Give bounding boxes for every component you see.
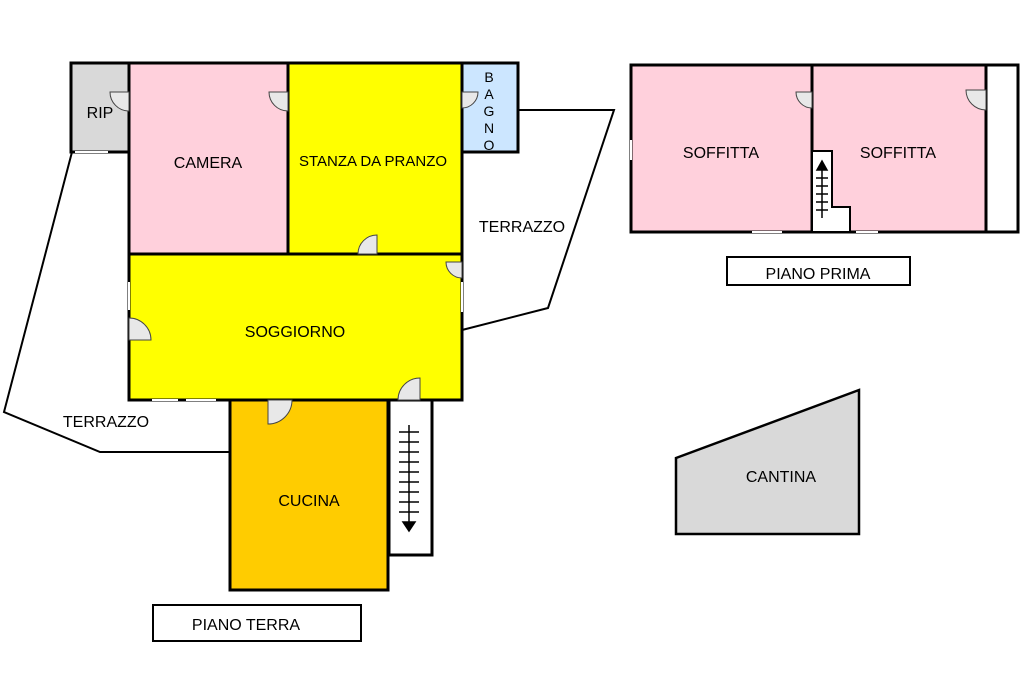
caption-box-piano-terra [152,604,362,642]
room-cantina [674,388,861,536]
door-icons [109,91,479,425]
stairs-arrow-up-icon [815,159,829,218]
caption-piano-terra: PIANO TERRA [192,617,301,634]
room-soggiorno [127,252,464,402]
room-soffitta-right [810,63,988,234]
corridor-piano-prima [984,63,1020,234]
label-rip: RIP [87,105,114,122]
label-soffitta-left: SOFFITTA [683,145,759,162]
door-icons-first-floor [795,89,987,111]
svg-text:A: A [484,86,494,102]
stairs-arrow-down-icon [399,425,419,533]
terrace-left-outline [2,151,230,453]
svg-text:N: N [484,120,494,136]
window-marks-first-floor [630,140,878,233]
label-bagno: B A G N O [484,69,495,153]
room-soffitta-left [629,63,814,234]
label-camera: CAMERA [174,155,243,172]
label-stanza-da-pranzo: STANZA DA PRANZO [299,153,447,170]
room-stanza-da-pranzo [286,61,464,256]
svg-text:B: B [484,69,493,85]
room-camera [127,61,290,256]
label-soggiorno: SOGGIORNO [245,324,345,341]
label-terrazzo-right: TERRAZZO [479,219,565,236]
svg-text:O: O [484,137,495,153]
svg-text:G: G [484,103,495,119]
room-cucina [228,398,390,592]
label-cucina: CUCINA [278,493,340,510]
caption-piano-prima: PIANO PRIMA [766,266,871,283]
window-marks [75,151,463,401]
label-soffitta-right: SOFFITTA [860,145,936,162]
label-terrazzo-left: TERRAZZO [63,414,149,431]
caption-box-piano-prima [726,256,911,286]
terrace-right-outline [461,109,616,331]
label-cantina: CANTINA [746,469,817,486]
staircase-ground [387,398,434,557]
